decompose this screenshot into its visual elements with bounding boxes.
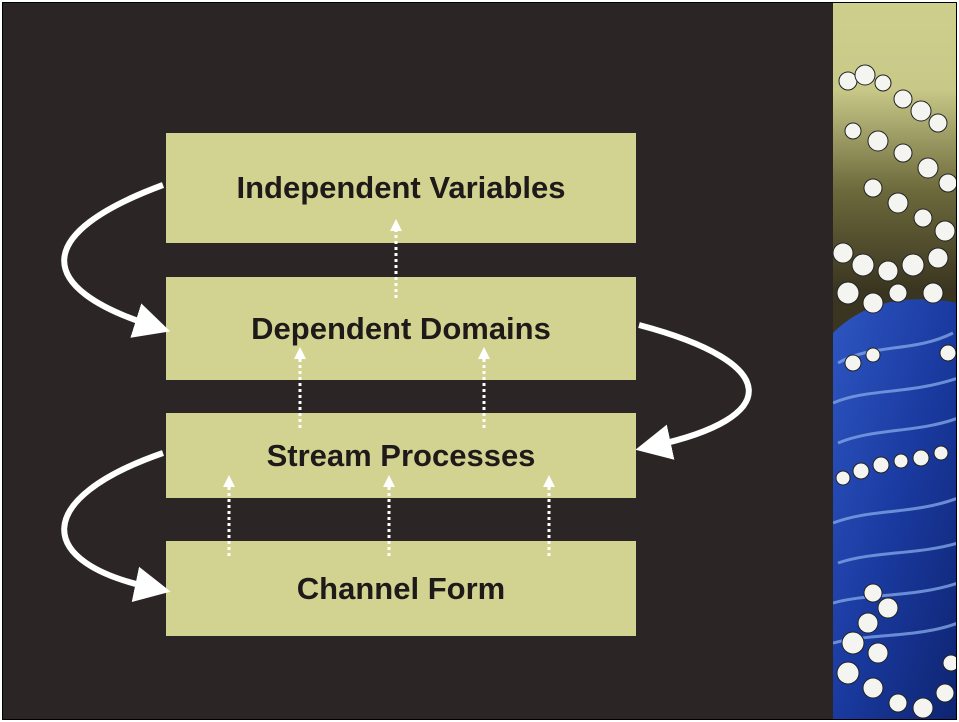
box-stream-processes: Stream Processes: [166, 413, 636, 498]
great-wave-icon: [833, 3, 956, 719]
box-label: Stream Processes: [266, 437, 536, 473]
curve-arrow-independent-to-dependent: [61, 182, 171, 338]
box-dependent-domains: Dependent Domains: [166, 277, 636, 380]
box-label: Channel Form: [296, 570, 506, 606]
box-independent-variables: Independent Variables: [166, 133, 636, 243]
curve-arrow-dependent-to-stream: [635, 322, 752, 460]
box-channel-form: Channel Form: [166, 541, 636, 636]
wave-illustration: [833, 3, 956, 719]
box-label: Dependent Domains: [251, 310, 551, 346]
curve-arrow-stream-to-channel: [61, 450, 171, 602]
arrows-layer: [61, 182, 752, 602]
box-label: Independent Variables: [236, 170, 566, 205]
